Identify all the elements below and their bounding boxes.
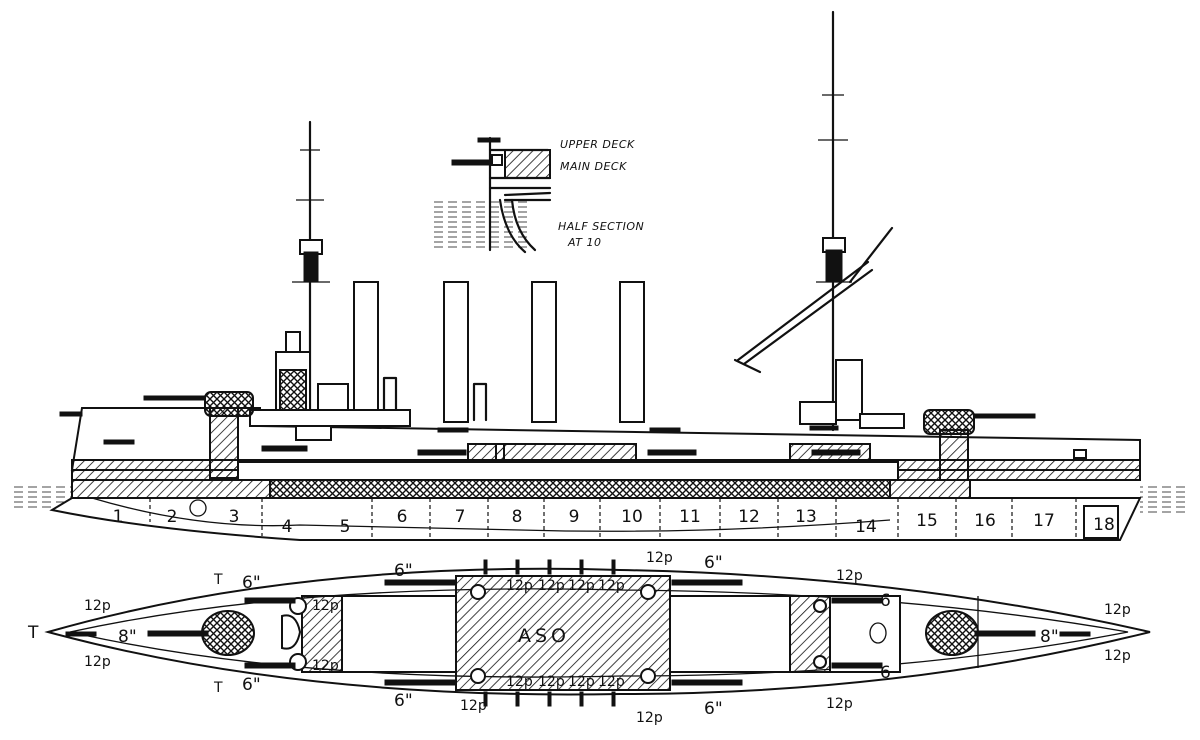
compartment-label: 2	[167, 507, 178, 527]
gun-12p-label: 12p	[598, 674, 625, 690]
gun-6in-label: 6"	[242, 573, 261, 593]
gun-12p-label: 12p	[836, 568, 863, 584]
compartment-label: 5	[340, 517, 351, 537]
gun-12p-label: 12p	[460, 698, 487, 714]
gun-6in-label: 6"	[704, 553, 723, 573]
gun-12p-label: 12p	[568, 674, 595, 690]
compartment-label: 11	[679, 507, 701, 527]
gun-12p-label: 12p	[312, 658, 339, 674]
compartment-label: 14	[855, 517, 877, 537]
half-section-at-label: AT 10	[567, 236, 601, 249]
compartment-label: 16	[974, 511, 996, 531]
gun-12p-label: 12p	[506, 578, 533, 594]
compartment-label: 7	[455, 507, 466, 527]
gun-6in-label: 6"	[242, 675, 261, 695]
gun-12p-label: 12p	[568, 578, 595, 594]
compartment-label: 15	[916, 511, 938, 531]
gun-8in-aft-label: 8"	[1040, 627, 1059, 647]
gun-12p-label: 12p	[312, 598, 339, 614]
gun-12p-label: 12p	[84, 654, 111, 670]
citadel-label: ASO	[518, 625, 570, 647]
gun-12p-label: 12p	[538, 578, 565, 594]
half-section-label: HALF SECTION	[558, 220, 644, 233]
gun-12p-label: 12p	[538, 674, 565, 690]
compartment-label: 17	[1033, 511, 1055, 531]
side-elevation: 1 2 3 4 5 6 7 8 9 10 11 12 13 14 15 16 1…	[12, 10, 1190, 541]
compartment-label: 18	[1093, 515, 1115, 535]
upper-deck-label: UPPER DECK	[560, 138, 635, 151]
gun-12p-label: 12p	[636, 710, 663, 726]
gun-12p-label: 12p	[1104, 602, 1131, 618]
deck-plan: ASO T T T 8" 8" 6" 6" 6" 6" 6" 6" 6 6 12…	[27, 550, 1151, 726]
torpedo-label-starboard: T	[213, 680, 223, 696]
compartment-label: 12	[738, 507, 760, 527]
compartment-label: 6	[397, 507, 408, 527]
compartment-label: 8	[512, 507, 523, 527]
gun-6in-label: 6"	[394, 561, 413, 581]
gun-12p-label: 12p	[506, 674, 533, 690]
gun-8in-fore-label: 8"	[118, 627, 137, 647]
compartment-label: 1	[113, 507, 124, 527]
compartment-label: 3	[229, 507, 240, 527]
main-mast	[733, 10, 894, 432]
gun-12p-label: 12p	[1104, 648, 1131, 664]
gun-6in-label: 6"	[394, 691, 413, 711]
gun-12p-label: 12p	[84, 598, 111, 614]
gun-6in-label: 6"	[704, 699, 723, 719]
compartment-label: 13	[795, 507, 817, 527]
half-section-inset: UPPER DECK MAIN DECK HALF SECTION AT 10	[432, 136, 644, 254]
gun-12p-label: 12p	[646, 550, 673, 566]
compartment-label: 10	[621, 507, 643, 527]
funnels	[353, 281, 645, 423]
gun-6-label: 6	[880, 591, 891, 611]
compartment-label: 4	[282, 517, 293, 537]
torpedo-label-bow: T	[27, 623, 39, 643]
gun-12p-label: 12p	[598, 578, 625, 594]
gun-6-label: 6	[880, 663, 891, 683]
gun-12p-label: 12p	[826, 696, 853, 712]
compartment-label: 9	[569, 507, 580, 527]
main-deck-label: MAIN DECK	[560, 160, 627, 173]
torpedo-label-port: T	[213, 572, 223, 588]
